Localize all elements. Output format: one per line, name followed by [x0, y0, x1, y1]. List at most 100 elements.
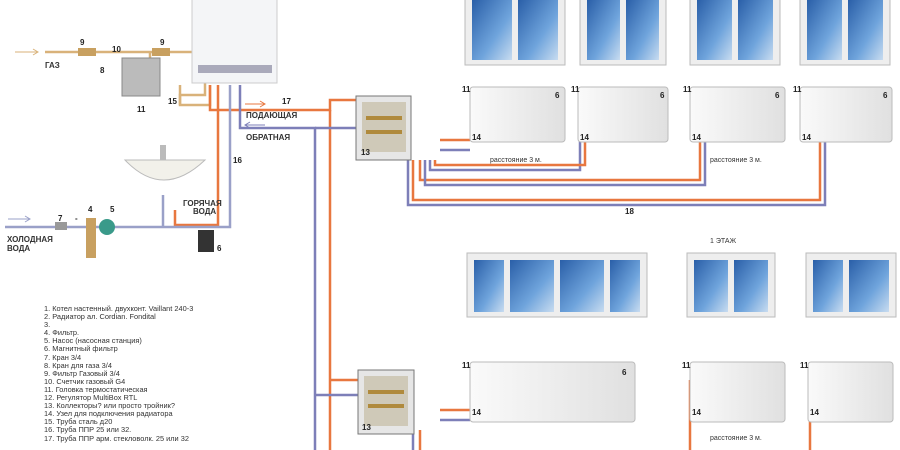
svg-text:14: 14 — [472, 133, 481, 142]
window — [686, 252, 776, 318]
legend: 1. Котел настенный. двухконт. Vaillant 2… — [44, 304, 194, 443]
svg-text:18: 18 — [625, 207, 634, 216]
radiator — [689, 86, 786, 143]
faucet — [160, 145, 166, 160]
radiator — [469, 86, 566, 143]
svg-text:6: 6 — [660, 91, 665, 100]
svg-text:9: 9 — [80, 38, 85, 47]
pump — [99, 219, 115, 235]
svg-text:13: 13 — [361, 148, 370, 157]
svg-text:6: 6 — [555, 91, 560, 100]
svg-text:7: 7 — [58, 214, 63, 223]
legend-item: 5. Насос (насосная станция) — [44, 336, 142, 346]
collector-floor-1 — [357, 369, 415, 435]
legend-item: 4. Фильтр. — [44, 328, 80, 338]
window — [805, 252, 897, 318]
filter — [86, 218, 96, 258]
return-arrow-icon — [244, 121, 265, 129]
svg-text:5: 5 — [110, 205, 115, 214]
distance-label: расстояние 3 м. — [710, 157, 762, 164]
legend-item: 14. Узел для подключения радиатора — [44, 409, 173, 419]
distance-label: расстояние 3 м. — [710, 435, 762, 442]
svg-text:10: 10 — [112, 45, 121, 54]
floor-label: 1 ЭТАЖ — [710, 238, 737, 245]
window — [464, 0, 566, 66]
window — [689, 0, 781, 66]
radiator — [799, 86, 893, 143]
return-pipe — [238, 85, 317, 450]
legend-item: 3. — [44, 320, 51, 330]
gas-arrow-icon — [15, 48, 39, 56]
pipes — [5, 50, 827, 450]
svg-text:4: 4 — [88, 205, 93, 214]
svg-text:6: 6 — [883, 91, 888, 100]
gas-valve[interactable] — [152, 48, 170, 56]
legend-item: 11. Головка термостатическая — [44, 384, 148, 394]
svg-text:11: 11 — [682, 361, 691, 370]
distance-label: расстояние 3 м. — [490, 157, 542, 164]
svg-text:14: 14 — [472, 408, 481, 417]
sink — [123, 159, 207, 181]
svg-text:11: 11 — [462, 85, 471, 94]
gas-valve[interactable] — [78, 48, 96, 56]
radiator — [689, 361, 786, 423]
svg-text:15: 15 — [168, 97, 177, 106]
svg-text:14: 14 — [810, 408, 819, 417]
legend-item: 10. Счетчик газовый G4 — [44, 376, 126, 386]
svg-text:11: 11 — [571, 85, 580, 94]
svg-text:17: 17 — [282, 97, 291, 106]
cold-water-pipe — [5, 85, 232, 229]
svg-text:11: 11 — [683, 85, 692, 94]
cold-water-valve[interactable] — [55, 222, 67, 230]
window — [579, 0, 667, 66]
radiators — [469, 86, 894, 423]
svg-text:6: 6 — [622, 368, 627, 377]
svg-text:6: 6 — [217, 244, 222, 253]
legend-item: 13. Коллекторы? или просто тройник? — [44, 401, 175, 411]
collector-floor-2 — [355, 95, 412, 161]
legend-item: 1. Котел настенный. двухконт. Vaillant 2… — [44, 304, 194, 313]
svg-text:11: 11 — [793, 85, 802, 94]
legend-item: 7. Кран 3/4 — [44, 352, 82, 362]
gas-meter — [121, 57, 161, 97]
magnetic-filter — [198, 230, 214, 252]
radiator — [577, 86, 669, 143]
svg-text:14: 14 — [692, 133, 701, 142]
return-label: ОБРАТНАЯ — [246, 133, 290, 142]
svg-text:6: 6 — [775, 91, 780, 100]
svg-text:9: 9 — [160, 38, 165, 47]
svg-text:13: 13 — [362, 423, 371, 432]
svg-text:11: 11 — [800, 361, 809, 370]
radiator — [807, 361, 894, 423]
window — [466, 252, 648, 318]
gas-label: ГАЗ — [45, 61, 60, 70]
legend-item: 16. Труба ППР 25 или 32. — [44, 425, 132, 435]
legend-item: 2. Радиатор ал. Cordian. Fondital — [44, 312, 156, 322]
legend-item: 17. Труба ППР арм. стекловолк. 25 или 32 — [44, 433, 189, 443]
svg-text:16: 16 — [233, 156, 242, 165]
svg-text:-: - — [75, 214, 78, 223]
svg-text:14: 14 — [802, 133, 811, 142]
hot-water-label: ГОРЯЧАЯ — [183, 199, 222, 208]
svg-text:14: 14 — [692, 408, 701, 417]
legend-item: 6. Магнитный фильтр — [44, 344, 118, 354]
svg-text:8: 8 — [100, 66, 105, 75]
svg-text:14: 14 — [580, 133, 589, 142]
legend-item: 8. Кран для газа 3/4 — [44, 360, 112, 370]
supply-arrow-icon — [245, 100, 266, 108]
cold-water-label: ХОЛОДНАЯ — [7, 235, 53, 244]
windows-floor-1 — [466, 252, 897, 318]
hot-water-pipe — [173, 85, 220, 227]
radiator — [469, 361, 636, 423]
legend-item: 15. Труба сталь д20 — [44, 417, 113, 427]
svg-text:11: 11 — [137, 105, 146, 114]
window — [799, 0, 891, 66]
callout-numbers: 9 9 10 8 11 15 17 16 7 - 4 5 6 13 13 18 … — [58, 38, 888, 432]
windows-floor-2 — [464, 0, 891, 66]
legend-item: 9. Фильтр Газовый 3/4 — [44, 368, 120, 378]
supply-label: ПОДАЮЩАЯ — [246, 111, 298, 120]
boiler — [191, 0, 278, 84]
svg-text:11: 11 — [462, 361, 471, 370]
